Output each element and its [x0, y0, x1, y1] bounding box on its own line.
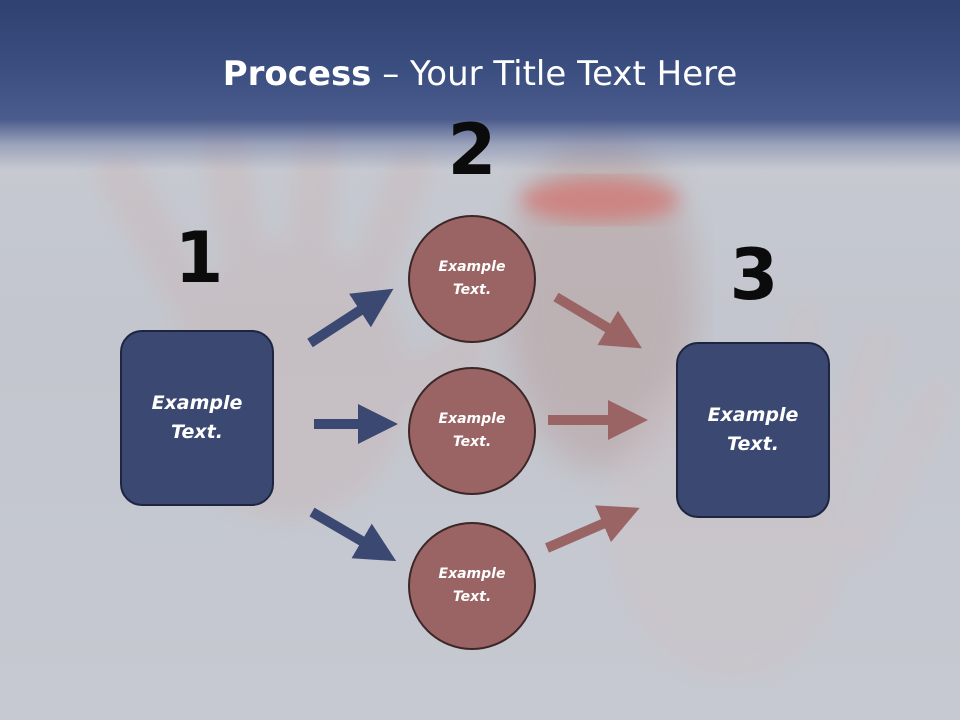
right-box-label: Example Text. [707, 404, 799, 455]
step-number-2: 2 [447, 109, 497, 191]
slide-title: Process – Your Title Text Here [0, 52, 960, 96]
circle-bottom[interactable]: Example Text. [408, 522, 536, 650]
step-number-3: 3 [729, 234, 779, 316]
right-box[interactable]: Example Text. [676, 342, 830, 518]
circle-bottom-label: Example Text. [438, 566, 506, 605]
header-band [0, 0, 960, 170]
left-box-label: Example Text. [151, 392, 243, 443]
left-box[interactable]: Example Text. [120, 330, 274, 506]
circle-top-label: Example Text. [438, 259, 506, 298]
title-rest: – Your Title Text Here [371, 54, 738, 94]
circle-middle-label: Example Text. [438, 411, 506, 450]
step-number-1: 1 [174, 217, 224, 299]
circle-top[interactable]: Example Text. [408, 215, 536, 343]
circle-middle[interactable]: Example Text. [408, 367, 536, 495]
title-bold: Process [222, 54, 372, 94]
